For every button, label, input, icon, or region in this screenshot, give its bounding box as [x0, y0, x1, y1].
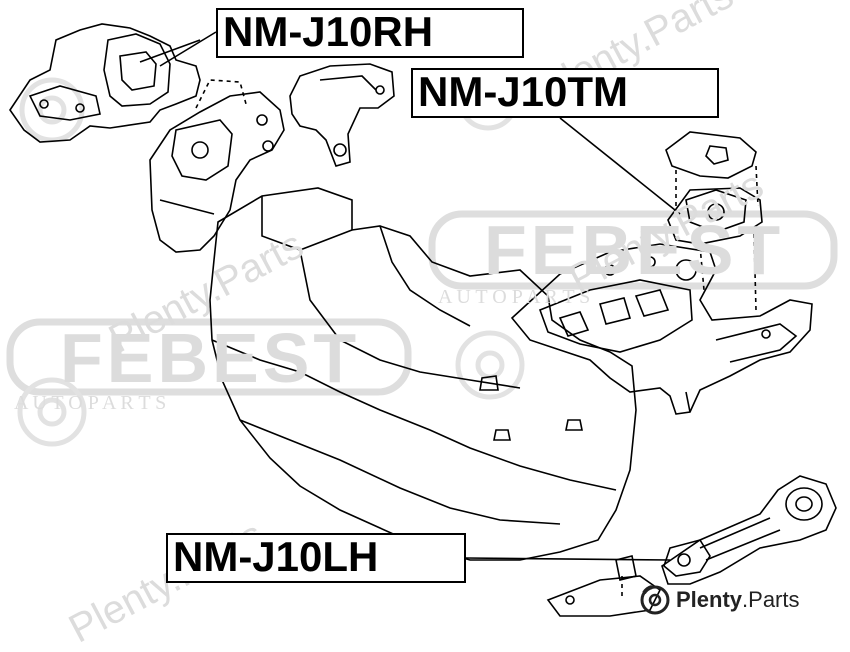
part-label-rh: NM-J10RH	[216, 8, 524, 58]
tm-upper-bracket	[289, 63, 395, 167]
febest-watermark-left	[6, 318, 412, 396]
disc-brake-icon	[640, 585, 670, 615]
brake-disc-watermarks	[17, 69, 525, 447]
rh-mount	[9, 23, 201, 143]
brand-name-rest: .Parts	[742, 587, 800, 612]
part-label-lh: NM-J10LH	[166, 533, 466, 583]
tm-bracket	[510, 243, 813, 415]
engine-block	[209, 187, 637, 561]
part-label-tm: NM-J10TM	[411, 68, 719, 118]
rh-bracket	[149, 79, 285, 253]
brand-name-bold: Plenty	[676, 587, 743, 612]
brand-name: Plenty.Parts	[676, 587, 800, 613]
febest-watermark-right	[428, 210, 838, 290]
leader-lines	[159, 31, 681, 561]
lh-mount	[546, 475, 837, 617]
plenty-parts-logo: Plenty.Parts	[640, 584, 800, 616]
tm-mount	[665, 131, 763, 311]
